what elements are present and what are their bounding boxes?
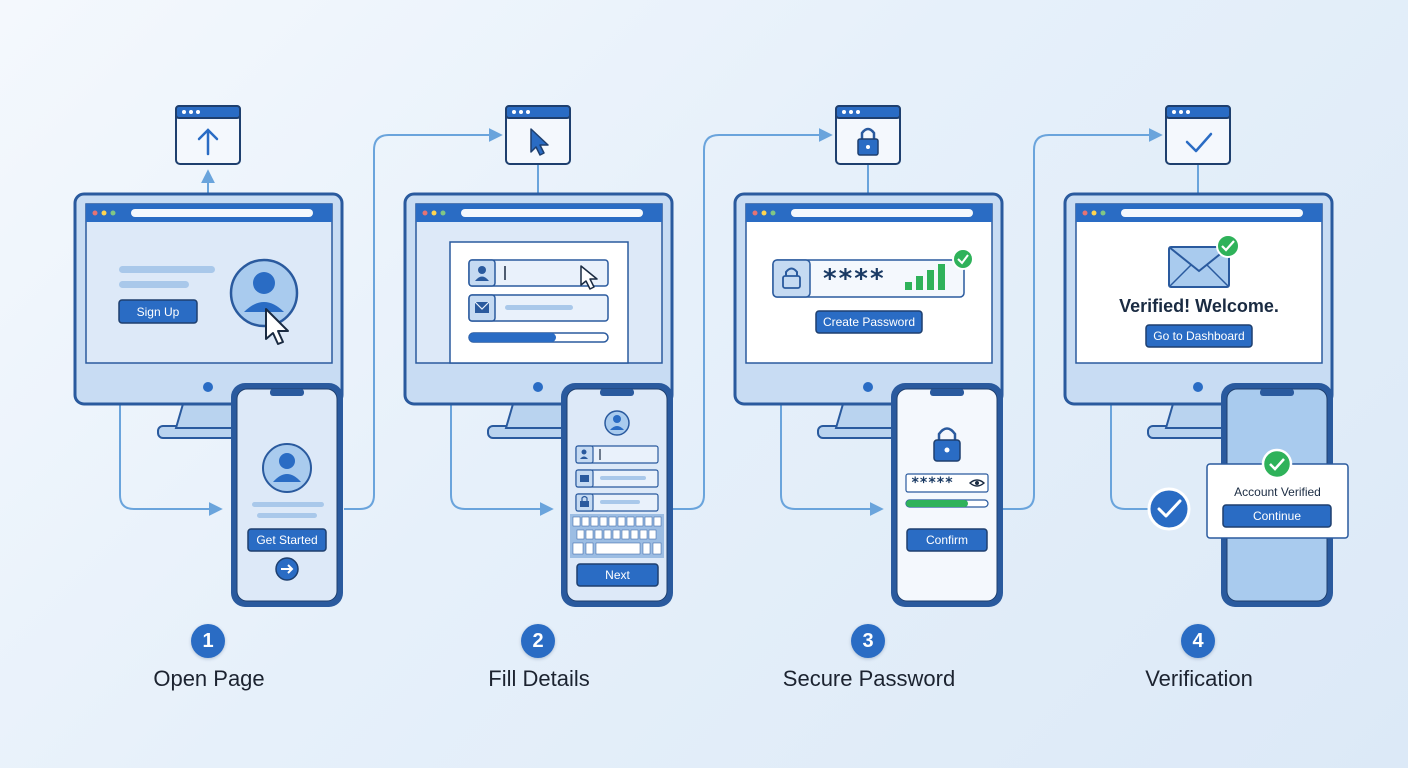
verified-headline: Verified! Welcome. [1119,296,1279,316]
success-check-icon [1216,234,1240,258]
verified-badge-icon [1147,487,1191,531]
connector-step1-to-step2 [344,128,503,510]
user-icon [580,449,588,459]
mail-icon [474,301,490,313]
step-1-number: 1 [191,624,225,658]
cursor-icon [580,265,598,290]
lock-icon [580,495,589,507]
user-icon [475,266,489,281]
step-4-title: Verification [1145,666,1253,691]
step-2-phone [561,383,673,607]
next-button[interactable]: Next [605,568,630,582]
phone-keyboard[interactable] [570,514,664,558]
confirm-button[interactable]: Confirm [925,533,968,547]
continue-button[interactable]: Continue [1252,509,1302,523]
eye-icon[interactable] [968,479,986,487]
success-check-icon [952,248,974,270]
step-3-secure-password [733,105,1004,607]
step-1-open-page [73,105,344,607]
step-1-desktop-monitor [73,192,344,439]
connector-step2-to-step3 [673,128,833,510]
connector-lines [119,128,1199,516]
step-3-desktop-monitor [733,192,1004,439]
step-2-number: 2 [521,624,555,658]
connector-desktop-to-phone-1 [119,405,223,516]
step-1-phone [231,383,343,607]
envelope-icon [1168,246,1230,288]
phone-password-field [905,473,989,493]
step-2-desktop-monitor [403,192,674,439]
arrow-right-icon [275,557,299,581]
step-3-window-icon [835,105,901,165]
step-1-window-icon [175,105,241,165]
cursor-icon [530,128,549,156]
lock-icon [857,127,879,156]
step-3-title: Secure Password [782,666,956,691]
strength-meter-icon [905,264,945,290]
create-password-button[interactable]: Create Password [822,315,916,329]
step-4-verification [1063,105,1349,607]
lock-icon [782,267,801,289]
lock-icon [933,427,961,462]
phone-avatar-icon [262,443,312,493]
step-1-title: Open Page [153,666,265,691]
account-verified-popup [1206,448,1349,539]
connector-desktop-to-phone-3 [780,405,884,516]
checkmark-icon [1185,132,1213,153]
password-mask: **** [822,264,885,294]
success-check-icon [1261,448,1293,480]
get-started-button[interactable]: Get Started [256,533,318,547]
connector-desktop-to-check-4 [1110,405,1148,510]
sign-up-button-bg [118,299,198,324]
step-3-phone [891,383,1003,607]
upload-arrow-icon [197,128,219,156]
mail-icon [580,475,589,482]
step-4-number: 4 [1181,624,1215,658]
cursor-icon [265,308,289,345]
connector-desktop-to-phone-2 [450,405,554,516]
phone-avatar-icon [604,410,630,436]
step-2-window-icon [505,105,571,165]
go-to-dashboard-button[interactable]: Go to Dashboard [1153,329,1245,343]
step-3-number: 3 [851,624,885,658]
step-2-fill-details [403,105,674,607]
phone-password-mask: ***** [911,475,954,491]
step-4-desktop-monitor [1063,192,1334,439]
step-4-window-icon [1165,105,1231,165]
user-avatar-icon [229,258,299,328]
step-2-title: Fill Details [488,666,590,691]
sign-up-button[interactable]: Sign Up [136,304,180,319]
connector-step3-to-step4 [1003,128,1163,510]
account-verified-label: Account Verified [1234,485,1321,499]
